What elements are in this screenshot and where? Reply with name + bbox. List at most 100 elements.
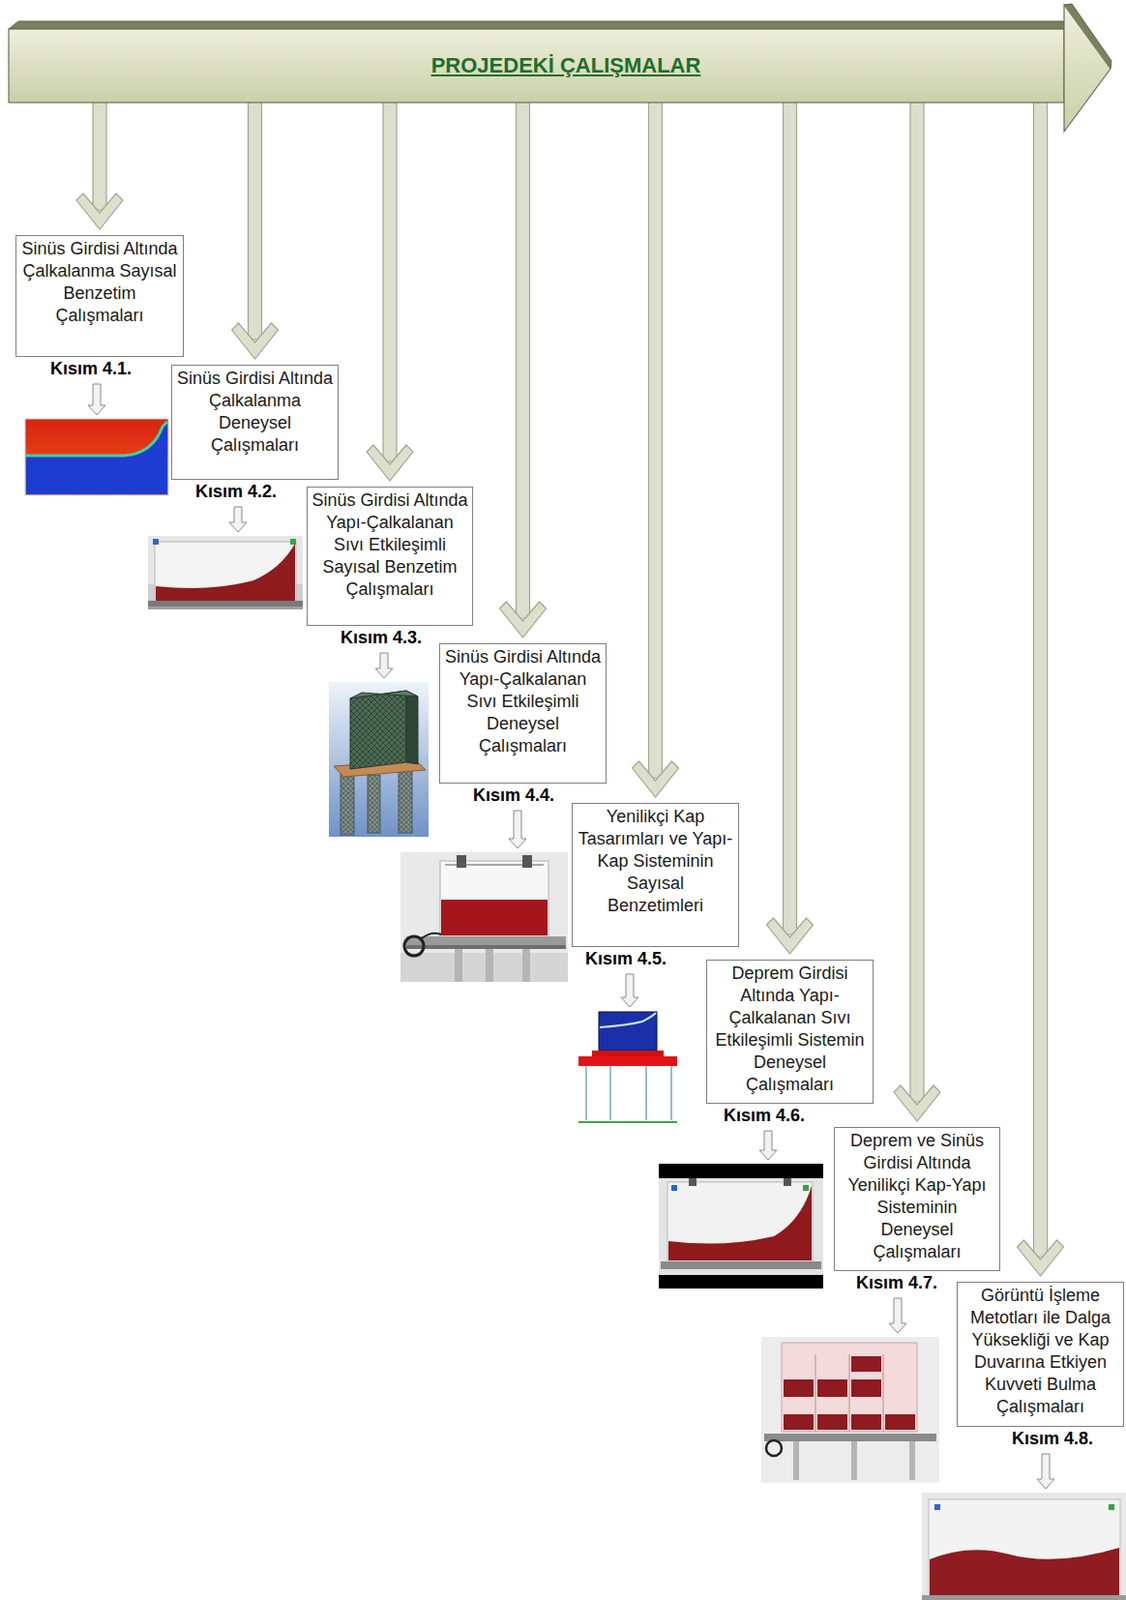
tank-model-image	[599, 1012, 656, 1028]
experiment-photo	[660, 1261, 822, 1270]
small-arrow	[621, 974, 639, 1008]
small-arrow	[759, 1130, 777, 1160]
tank-model-image	[609, 1066, 612, 1121]
mesh-model-image	[398, 769, 413, 833]
experiment-photo	[934, 1504, 941, 1511]
arrow-shaft	[910, 101, 924, 1102]
experiment-photo	[154, 541, 297, 602]
arrow-shaft	[383, 101, 397, 462]
process-box: Yenilikçi Kap Tasarımları ve Yapı-Kap Si…	[571, 802, 740, 948]
small-arrow	[508, 810, 527, 849]
arrow-head	[1017, 1240, 1065, 1276]
experiment-photo	[766, 1440, 782, 1456]
experiment-photo	[817, 1379, 848, 1397]
experiment-photo	[928, 1499, 1121, 1597]
experiment-photo	[404, 936, 424, 956]
experiment-photo	[764, 1433, 937, 1442]
tank-model-image	[578, 1011, 678, 1123]
arrow-shaft	[516, 101, 531, 619]
arrow-shaft	[1034, 101, 1048, 1257]
arrow-head	[767, 918, 814, 954]
section-label: Kısım 4.8.	[1011, 1428, 1094, 1450]
experiment-photo	[400, 852, 568, 982]
arrow-head	[500, 601, 547, 638]
experiment-photo	[802, 1185, 809, 1191]
banner-arrow: PROJEDEKİ ÇALIŞMALAR	[7, 2, 1113, 134]
banner-title: PROJEDEKİ ÇALIŞMALAR	[67, 52, 1065, 80]
tank-model-image	[592, 1050, 664, 1057]
experiment-photo	[921, 1492, 1126, 1600]
process-box: Sinüs Girdisi Altında Yapı-Çalkalanan Sı…	[439, 643, 607, 784]
experiment-photo	[1108, 1504, 1115, 1511]
experiment-photo	[522, 855, 533, 868]
cfd-contour-image	[26, 421, 168, 495]
cfd-contour-image	[26, 421, 168, 456]
tank-model-image	[670, 1066, 673, 1121]
experiment-photo	[668, 1185, 812, 1261]
experiment-photo	[671, 1185, 678, 1191]
experiment-photo	[851, 1414, 882, 1430]
section-label: Kısım 4.4.	[473, 785, 555, 806]
process-box: Deprem ve Sinüs Girdisi Altında Yenilikç…	[833, 1126, 1001, 1272]
mesh-model-image	[350, 690, 418, 699]
process-box: Sinüs Girdisi Altında Çalkalanma Sayısal…	[15, 235, 184, 357]
experiment-photo	[441, 899, 548, 936]
block-arrow	[767, 101, 814, 954]
mesh-model-image	[350, 690, 407, 770]
experiment-photo	[921, 1492, 1126, 1600]
tank-model-image	[578, 1121, 678, 1124]
experiment-photo	[406, 945, 566, 949]
experiment-photo	[909, 1441, 916, 1481]
small-arrow	[888, 1298, 907, 1334]
mesh-model-image	[328, 681, 429, 837]
experiment-photo	[456, 855, 467, 868]
arrow-shaft	[649, 101, 663, 778]
experiment-photo	[851, 1356, 882, 1372]
experiment-photo	[815, 1354, 817, 1432]
box-text: Görüntü İşleme Metotları ile Dalga Yükse…	[961, 1284, 1120, 1419]
experiment-photo	[485, 948, 494, 982]
mesh-model-image	[340, 770, 355, 835]
experiment-photo	[290, 538, 297, 545]
block-arrow	[366, 101, 414, 481]
cfd-contour-image	[25, 418, 169, 496]
box-text: Sinüs Girdisi Altında Çalkalanma Deneyse…	[176, 367, 334, 457]
experiment-photo	[929, 1547, 1120, 1596]
arrow-head	[366, 444, 414, 481]
arrow-head	[76, 193, 123, 230]
experiment-photo	[454, 948, 463, 982]
experiment-photo	[148, 600, 303, 607]
box-text: Sinüs Girdisi Altında Yapı-Çalkalanan Sı…	[444, 646, 602, 758]
experiment-photo	[658, 1163, 824, 1289]
block-arrow	[232, 101, 279, 359]
arrow-head	[632, 761, 680, 798]
experiment-photo	[817, 1414, 848, 1430]
block-arrow	[893, 101, 941, 1122]
experiment-photo	[793, 1441, 800, 1481]
experiment-photo	[849, 1354, 851, 1432]
box-text: Sinüs Girdisi Altında Yapı-Çalkalanan Sı…	[311, 489, 469, 601]
section-label: Kısım 4.3.	[340, 627, 422, 649]
experiment-photo	[783, 1178, 792, 1186]
mesh-model-image	[328, 681, 429, 837]
experiment-photo	[761, 1336, 940, 1483]
box-text: Deprem Girdisi Altında Yapı-Çalkalanan S…	[711, 962, 869, 1097]
block-arrow	[76, 101, 123, 230]
box-text: Deprem ve Sinüs Girdisi Altında Yenilikç…	[838, 1129, 996, 1264]
tank-model-image	[578, 1056, 678, 1067]
experiment-photo	[883, 1354, 885, 1432]
tank-model-image	[645, 1066, 648, 1121]
arrow-shaft	[92, 101, 107, 210]
experiment-photo	[400, 952, 568, 982]
block-arrow	[632, 101, 680, 798]
arrow-head	[232, 323, 279, 359]
experiment-photo	[851, 1441, 858, 1481]
experiment-photo	[406, 936, 566, 946]
experiment-photo	[152, 538, 159, 545]
small-arrow	[229, 506, 247, 533]
section-label: Kısım 4.1.	[50, 358, 132, 380]
small-arrow	[88, 384, 1055, 1489]
experiment-photo	[421, 933, 442, 939]
block-arrow	[500, 101, 547, 638]
experiment-photo	[851, 1379, 882, 1397]
